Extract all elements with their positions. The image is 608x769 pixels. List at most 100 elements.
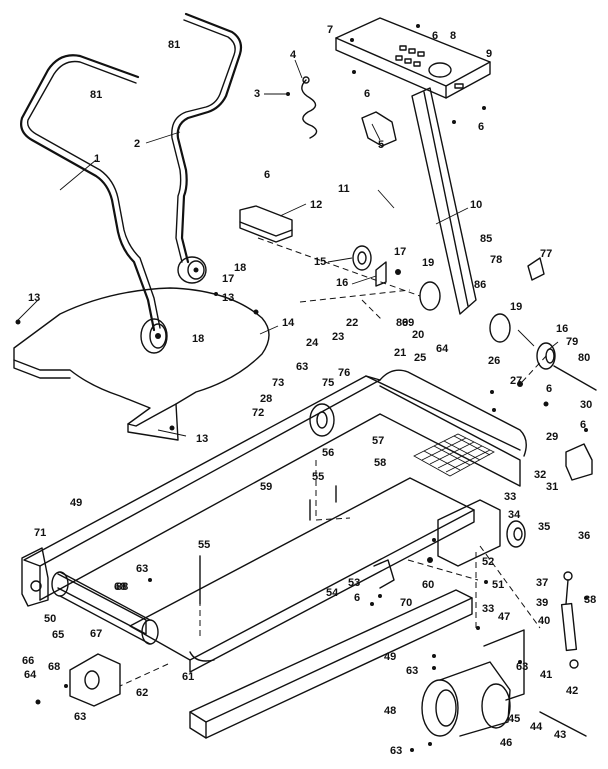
end-cap-71 xyxy=(21,547,49,607)
control-box-29 xyxy=(565,443,593,481)
upright-edge xyxy=(423,91,469,307)
label-44: 44 xyxy=(530,721,543,733)
label-63e: 63 xyxy=(390,745,402,757)
clamp-70 xyxy=(373,559,395,589)
label-11: 11 xyxy=(338,183,350,195)
disc-19-right xyxy=(489,313,511,343)
label-8: 8 xyxy=(450,30,456,42)
label-2: 2 xyxy=(134,138,140,150)
deck-edge xyxy=(189,509,475,673)
label-13b: 13 xyxy=(222,292,234,304)
label-57: 57 xyxy=(372,435,384,447)
label-86: 86 xyxy=(474,279,486,291)
label-81a: 81 xyxy=(168,39,180,51)
label-41: 41 xyxy=(540,669,552,681)
label-22: 22 xyxy=(346,317,358,329)
label-30: 30 xyxy=(580,399,592,411)
shock-absorber-40 xyxy=(560,571,579,669)
label-19b: 19 xyxy=(510,301,522,313)
label-27: 27 xyxy=(510,375,522,387)
label-31: 31 xyxy=(546,481,558,493)
label-62: 62 xyxy=(136,687,148,699)
label-63a: 63 xyxy=(74,711,86,723)
label-28: 28 xyxy=(260,393,272,405)
label-4: 4 xyxy=(290,49,297,61)
label-17a: 17 xyxy=(394,246,406,258)
label-40: 40 xyxy=(538,615,550,627)
end-cap-62 xyxy=(69,653,121,707)
label-36: 36 xyxy=(578,530,590,542)
label-85: 85 xyxy=(480,233,492,245)
label-19a: 19 xyxy=(422,257,434,269)
bracket-52 xyxy=(437,499,501,567)
label-24: 24 xyxy=(306,337,319,349)
label-75: 75 xyxy=(322,377,334,389)
label-49b: 49 xyxy=(384,651,396,663)
upright-post xyxy=(411,87,477,315)
label-47: 47 xyxy=(498,611,510,623)
label-16a: 16 xyxy=(336,277,348,289)
console-front xyxy=(335,37,491,99)
right-handrail xyxy=(176,12,243,264)
deck-surface xyxy=(129,477,475,661)
label-79: 79 xyxy=(566,336,578,348)
disc-19-left xyxy=(419,281,441,311)
label-35: 35 xyxy=(538,521,550,533)
label-34: 34 xyxy=(508,509,521,521)
label-46: 46 xyxy=(500,737,512,749)
label-26: 26 xyxy=(488,355,500,367)
left-handrail-inner xyxy=(26,60,161,329)
label-63b: 63 xyxy=(296,361,308,373)
rod-43 xyxy=(539,711,587,737)
label-64b: 64 xyxy=(436,343,449,355)
left-handrail xyxy=(20,54,156,332)
label-18a: 18 xyxy=(234,262,246,274)
label-23: 23 xyxy=(332,331,344,343)
part-labels: 1 2 3 4 5 6 6 6 6 6 6 6 7 8 9 10 11 12 1… xyxy=(22,24,596,757)
label-76: 76 xyxy=(338,367,350,379)
label-69: 69 xyxy=(402,317,414,329)
label-15: 15 xyxy=(314,256,326,268)
label-54: 54 xyxy=(326,587,339,599)
label-53: 53 xyxy=(348,577,360,589)
label-89: 89 xyxy=(396,317,408,329)
wheel-18-upper xyxy=(177,256,207,284)
label-14: 14 xyxy=(282,317,295,329)
label-3: 3 xyxy=(254,88,260,100)
rod-80 xyxy=(553,365,597,391)
label-73: 73 xyxy=(272,377,284,389)
front-roller xyxy=(51,571,159,645)
label-55b: 55 xyxy=(312,471,324,483)
cover-5 xyxy=(361,111,397,147)
base-plate-flange xyxy=(13,359,71,379)
label-32: 32 xyxy=(534,469,546,481)
label-5: 5 xyxy=(378,139,384,151)
label-45: 45 xyxy=(508,713,520,725)
label-6a: 6 xyxy=(264,169,270,181)
label-20: 20 xyxy=(412,329,424,341)
label-38: 38 xyxy=(584,594,596,606)
label-39: 39 xyxy=(536,597,548,609)
rear-frame xyxy=(379,369,527,457)
label-33b: 33 xyxy=(482,603,494,615)
label-63c: 63 xyxy=(136,563,148,575)
label-6c: 6 xyxy=(364,88,370,100)
label-60: 60 xyxy=(422,579,434,591)
label-29: 29 xyxy=(546,431,558,443)
wheel-18-lower xyxy=(140,318,168,354)
console-dial xyxy=(428,62,452,78)
label-63d: 63 xyxy=(406,665,418,677)
label-52: 52 xyxy=(482,556,494,568)
label-1: 1 xyxy=(94,153,100,165)
pulley-15 xyxy=(352,245,372,271)
base-plate xyxy=(13,287,270,427)
label-72: 72 xyxy=(252,407,264,419)
wheel-35 xyxy=(506,520,526,548)
label-55a: 55 xyxy=(198,539,210,551)
drive-motor xyxy=(421,629,525,737)
label-37: 37 xyxy=(536,577,548,589)
label-51: 51 xyxy=(492,579,504,591)
label-6e: 6 xyxy=(546,383,552,395)
label-48: 48 xyxy=(384,705,396,717)
label-70: 70 xyxy=(400,597,412,609)
